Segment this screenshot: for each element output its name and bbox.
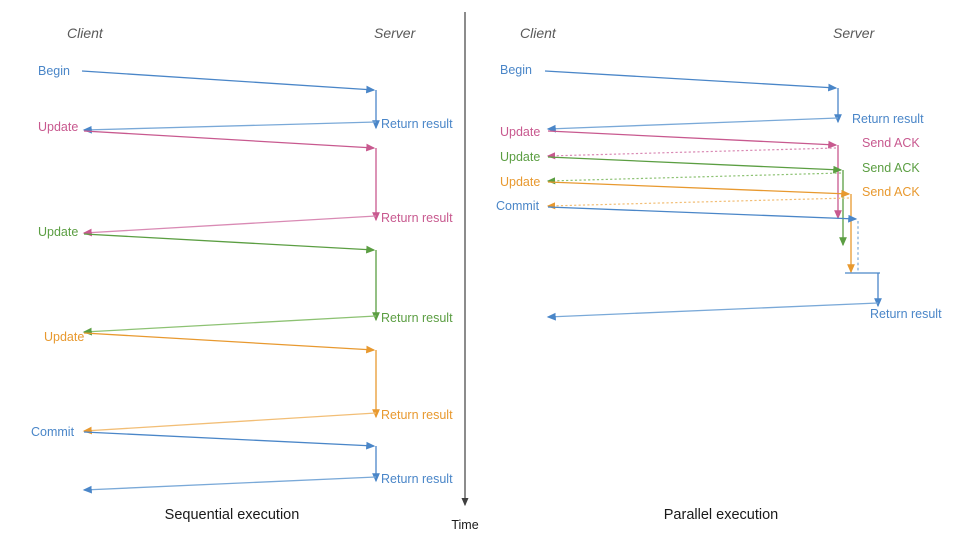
right-server-lane-title: Server xyxy=(833,25,876,41)
right-msg-begin-line xyxy=(544,70,838,92)
right-client-lane-title: Client xyxy=(520,25,557,41)
right-label-return-2: Return result xyxy=(870,307,942,321)
right-ack-2-dashed-line xyxy=(546,172,842,185)
left-msg-commit-line xyxy=(83,431,376,450)
right-label-ack-2: Send ACK xyxy=(862,161,920,175)
right-ack-1-dashed-line xyxy=(546,147,837,160)
left-msg-update-2-line xyxy=(83,233,376,254)
right-label-update-1: Update xyxy=(500,125,540,139)
left-panel-caption: Sequential execution xyxy=(165,507,300,523)
left-msg-return-1-line xyxy=(82,121,377,134)
right-label-ack-3: Send ACK xyxy=(862,185,920,199)
right-msg-return-1-line xyxy=(546,117,839,133)
left-msg-return-4-line xyxy=(82,412,377,435)
left-server-lane-title: Server xyxy=(374,25,417,41)
right-label-return-1: Return result xyxy=(852,112,924,126)
right-msg-update-1-line xyxy=(547,130,838,149)
right-msg-return-2-line xyxy=(546,302,879,321)
left-msg-return-5-line xyxy=(82,476,377,494)
right-msg-update-3-line xyxy=(547,181,851,198)
left-label-return-1: Return result xyxy=(381,117,453,131)
left-client-lane-title: Client xyxy=(67,25,104,41)
left-label-return-3: Return result xyxy=(381,311,453,325)
left-label-return-4: Return result xyxy=(381,408,453,422)
left-msg-return-3-line xyxy=(82,315,377,336)
left-msg-begin-line xyxy=(81,70,376,94)
right-label-ack-1: Send ACK xyxy=(862,136,920,150)
left-label-begin: Begin xyxy=(38,64,70,78)
right-label-update-3: Update xyxy=(500,175,540,189)
right-label-begin: Begin xyxy=(500,63,532,77)
left-label-return-5: Return result xyxy=(381,472,453,486)
left-label-return-2: Return result xyxy=(381,211,453,225)
right-label-commit: Commit xyxy=(496,199,540,213)
right-label-update-2: Update xyxy=(500,150,540,164)
left-label-update-2: Update xyxy=(38,225,78,239)
left-msg-update-3-line xyxy=(83,332,376,354)
right-msg-commit-line xyxy=(547,206,858,223)
time-axis-label: Time xyxy=(451,518,478,532)
left-msg-return-2-line xyxy=(82,215,377,237)
left-label-commit: Commit xyxy=(31,425,75,439)
left-label-update-3: Update xyxy=(44,330,84,344)
left-msg-update-1-line xyxy=(83,130,376,152)
left-label-update-1: Update xyxy=(38,120,78,134)
right-ack-3-dashed-line xyxy=(546,197,850,210)
right-panel-caption: Parallel execution xyxy=(664,507,778,523)
right-msg-update-2-line xyxy=(547,156,843,174)
